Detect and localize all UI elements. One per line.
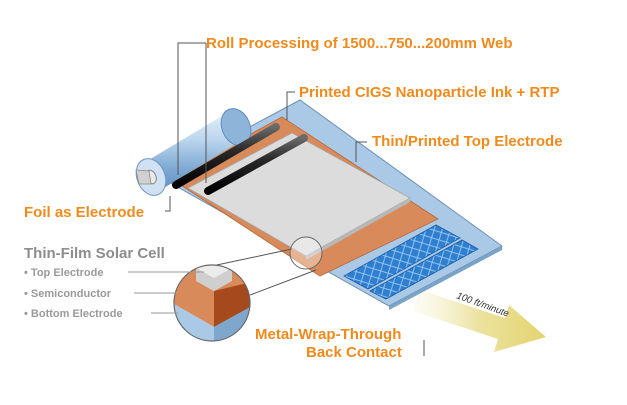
metal-wrap-label-line2: Back Contact [306, 344, 402, 361]
web-roll [135, 108, 252, 196]
legend: Thin-Film Solar Cell • Top Electrode • S… [24, 245, 165, 320]
roll-processing-label: Roll Processing of 1500...750...200mm We… [206, 35, 513, 52]
solar-cell-strips [343, 224, 479, 300]
top-electrode-layer [187, 132, 411, 260]
top-electrode-label: Thin/Printed Top Electrode [372, 133, 563, 150]
legend-item-semiconductor: • Semiconductor [24, 288, 112, 300]
legend-leaders [128, 271, 204, 314]
zoom-source-circle [289, 236, 323, 270]
printed-cigs-label: Printed CIGS Nanoparticle Ink + RTP [299, 84, 559, 101]
speed-arrow: 100 ft/minute [413, 290, 546, 352]
foil-electrode-label: Foil as Electrode [24, 204, 144, 221]
leader-lines [165, 42, 425, 356]
legend-item-bottom-electrode: • Bottom Electrode [24, 308, 123, 320]
roller-2 [204, 134, 308, 195]
roller-1 [172, 123, 280, 189]
legend-item-top-electrode: • Top Electrode [24, 267, 103, 279]
legend-title: Thin-Film Solar Cell [24, 245, 165, 262]
metal-wrap-label-line1: Metal-Wrap-Through [255, 326, 401, 343]
